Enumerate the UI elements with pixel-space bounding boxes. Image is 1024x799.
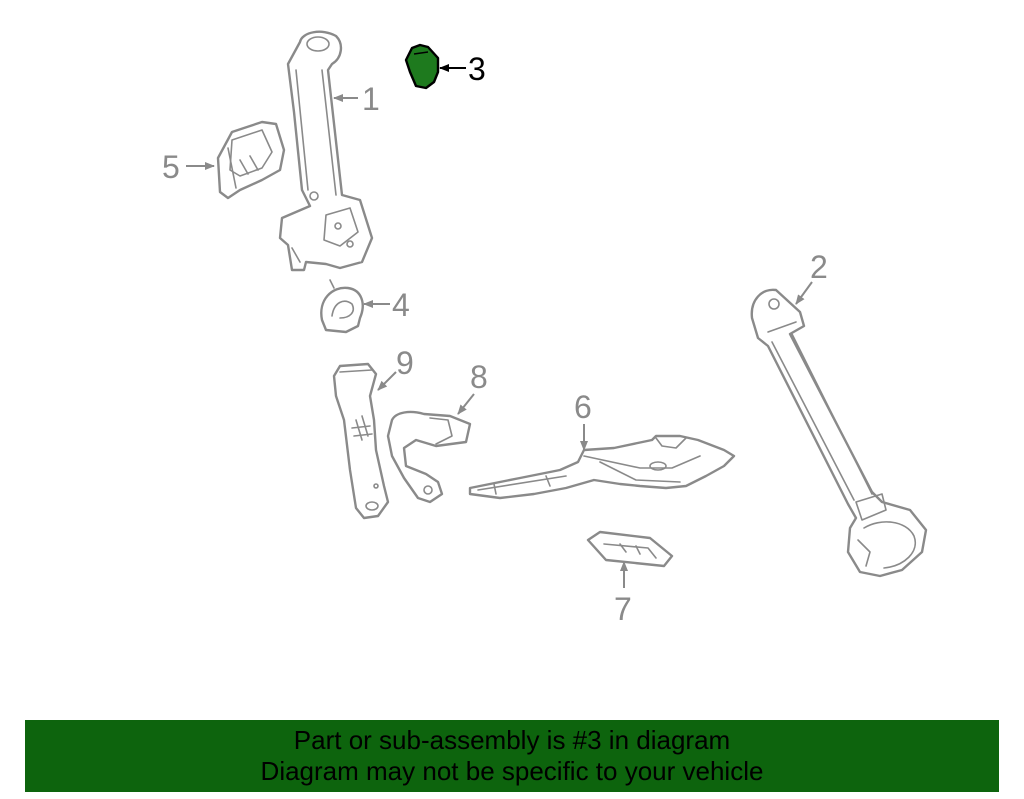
svg-text:1: 1 [362,81,380,117]
svg-text:7: 7 [614,591,632,627]
svg-text:3: 3 [468,51,486,87]
svg-text:5: 5 [162,149,180,185]
svg-text:9: 9 [396,345,414,381]
callout-9: 9 [377,345,414,391]
callout-7: 7 [614,561,632,627]
svg-text:4: 4 [392,287,410,323]
callout-3: 3 [439,51,486,87]
svg-text:2: 2 [810,249,828,285]
part-4-cover[interactable] [320,279,364,334]
part-8-buckle[interactable] [386,410,472,504]
part-6-bracket-assembly[interactable] [468,434,736,500]
banner-line-1: Part or sub-assembly is #3 in diagram [293,725,731,755]
part-2-seat-belt-assembly[interactable] [750,288,928,578]
part-5-trim-cover[interactable] [216,120,286,200]
callout-8: 8 [457,359,488,415]
callout-5: 5 [162,149,215,185]
callout-6: 6 [574,389,592,451]
banner-line-2: Diagram may not be specific to your vehi… [260,756,764,786]
part-9-buckle-stalk[interactable] [332,362,390,520]
info-banner: Part or sub-assembly is #3 in diagram Di… [25,720,999,792]
part-1-belt-guide[interactable] [278,30,374,272]
callout-4: 4 [363,287,410,323]
part-3-highlighted[interactable] [404,43,440,90]
parts-diagram: 1 2 3 4 5 6 7 8 9 [162,30,928,627]
svg-text:8: 8 [470,359,488,395]
part-7-cover-plate[interactable] [586,530,674,568]
svg-text:6: 6 [574,389,592,425]
callout-1: 1 [333,81,380,117]
callout-2: 2 [795,249,828,305]
